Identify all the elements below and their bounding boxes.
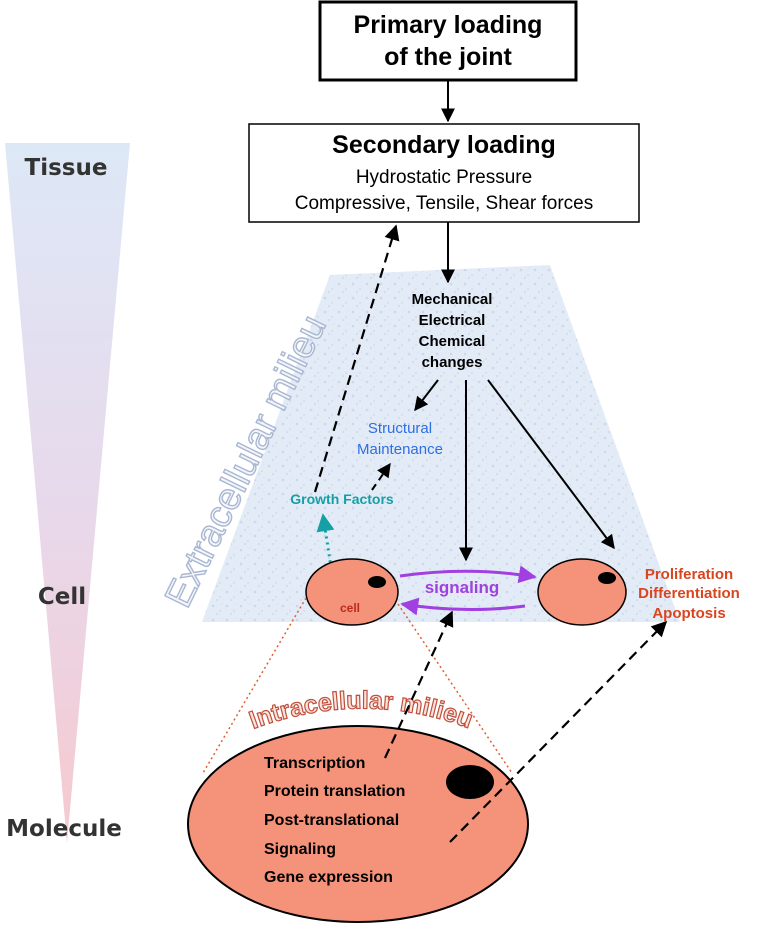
- structural-label-line2: Maintenance: [357, 441, 443, 458]
- arrow-changes-to-right-cell: [487, 379, 615, 550]
- arrow-intracellular-to-outcomes: [449, 620, 668, 843]
- intracellular-item-signaling: Signaling: [264, 841, 336, 858]
- scale-label-tissue: Tissue: [25, 155, 108, 181]
- changes-chemical: Chemical: [419, 333, 486, 350]
- cell-left-label: cell: [340, 601, 360, 615]
- secondary-loading-line2: Compressive, Tensile, Shear forces: [295, 193, 594, 214]
- outcome-differentiation: Differentiation: [638, 585, 740, 602]
- cell-right-nucleus: [598, 572, 616, 584]
- zoom-line-right: [397, 603, 513, 774]
- signaling-label: signaling: [425, 578, 500, 597]
- secondary-loading-title: Secondary loading: [332, 131, 556, 159]
- arrow-growth-to-structural: [371, 462, 391, 491]
- extracellular-region: [202, 265, 680, 622]
- changes-mechanical: Mechanical: [412, 291, 493, 308]
- changes-electrical: Electrical: [419, 312, 486, 329]
- arrow-changes-to-structural: [414, 379, 439, 412]
- secondary-loading-line1: Hydrostatic Pressure: [356, 167, 532, 188]
- cell-right: [537, 558, 627, 626]
- growth-factors-label: Growth Factors: [290, 491, 394, 507]
- scale-gradient-triangle: [5, 143, 130, 843]
- primary-loading-line2: of the joint: [384, 43, 512, 71]
- arrow-intracellular-to-signaling: [384, 610, 454, 759]
- intracellular-item-post-translational: Post-translational: [264, 812, 399, 829]
- intracellular-cell: [187, 725, 529, 923]
- outcome-apoptosis: Apoptosis: [652, 605, 725, 622]
- secondary-loading-box: [248, 123, 640, 223]
- arrow-feedback-to-secondary: [313, 224, 400, 493]
- intracellular-item-protein-translation: Protein translation: [264, 783, 405, 800]
- zoom-line-left: [202, 597, 307, 774]
- structural-label-line1: Structural: [368, 420, 432, 437]
- scale-label-cell: Cell: [38, 584, 86, 610]
- outcome-proliferation: Proliferation: [645, 566, 733, 583]
- scale-label-molecule: Molecule: [6, 816, 122, 842]
- signaling-arrow-back: [400, 597, 526, 616]
- cell-left: [305, 558, 399, 626]
- signaling-arrow-forward: [399, 565, 537, 584]
- primary-loading-box: [318, 0, 578, 82]
- intracellular-item-gene-expression: Gene expression: [264, 869, 393, 886]
- cell-left-nucleus: [368, 576, 386, 588]
- changes-changes: changes: [422, 354, 483, 371]
- primary-loading-line1: Primary loading: [354, 11, 543, 39]
- arrow-cell-to-growth: [316, 513, 335, 581]
- intracellular-item-transcription: Transcription: [264, 755, 365, 772]
- intracellular-nucleus: [446, 765, 494, 799]
